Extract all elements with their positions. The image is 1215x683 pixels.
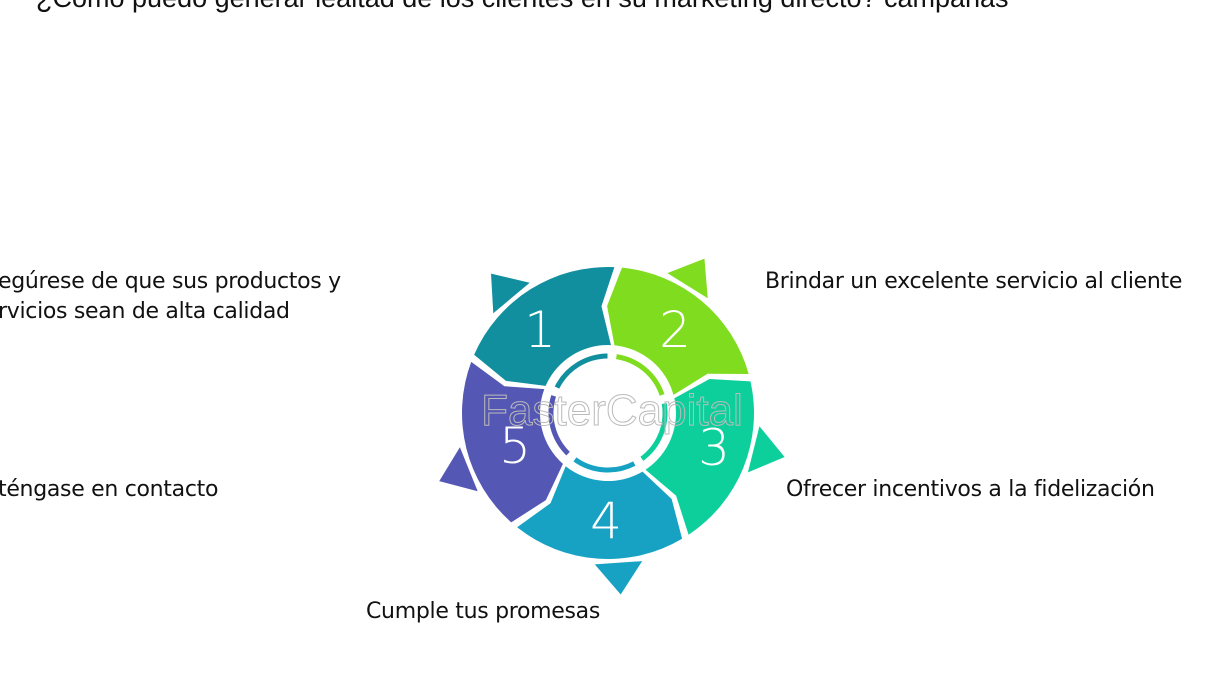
segment-4 [517, 466, 683, 559]
inner-arc-3 [640, 403, 668, 461]
step-number-2: 2 [659, 301, 691, 359]
step-label-4: Cumple tus promesas [366, 599, 601, 624]
step-label-3: Ofrecer incentivos a la fidelización [786, 477, 1155, 502]
step-label-1-line1: egúrese de que sus productos y [0, 269, 341, 294]
step-number-5: 5 [499, 417, 531, 475]
step-number-1: 1 [524, 301, 556, 359]
segment-3 [645, 379, 754, 535]
step-label-2: Brindar un excelente servicio al cliente [765, 269, 1183, 294]
arrow-triangle-4 [594, 561, 643, 595]
arrow-triangle-3 [747, 426, 785, 473]
inner-arc-1 [554, 353, 608, 389]
segment-2 [607, 267, 749, 395]
step-number-4: 4 [590, 492, 622, 550]
inner-arc-5 [548, 395, 570, 456]
segment-1 [474, 267, 615, 386]
arrow-triangle-2 [667, 258, 708, 299]
step-label-1-line2: rvicios sean de alta calidad [0, 299, 290, 324]
inner-arc-4 [573, 457, 636, 473]
step-label-1: egúrese de que sus productos y rvicios s… [0, 267, 341, 327]
segment-5 [462, 361, 563, 523]
page-title: ¿Cómo puedo generar lealtad de los clien… [36, 0, 1009, 14]
step-label-5: téngase en contacto [0, 477, 219, 502]
inner-arc-2 [615, 354, 665, 396]
arrow-triangle-1 [491, 273, 530, 314]
watermark: FasterCapital [481, 386, 743, 435]
step-number-3: 3 [698, 419, 730, 477]
arrow-triangle-5 [439, 447, 478, 492]
